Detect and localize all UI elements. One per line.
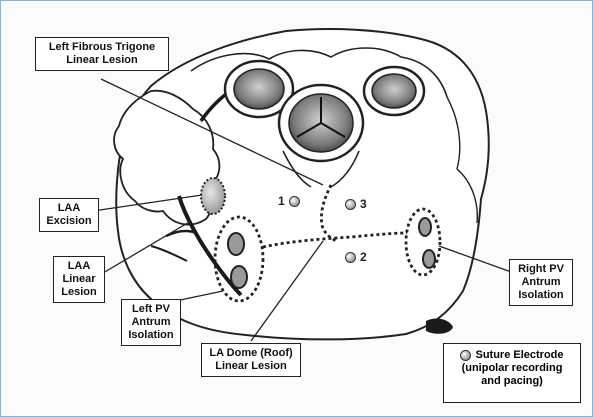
legend-line2: (unipolar recording [448, 362, 576, 375]
electrode-2-number: 2 [360, 250, 367, 264]
legend-title: Suture Electrode [475, 349, 563, 361]
legend-electrode-dot [460, 350, 471, 361]
vessel-right-ring [364, 67, 424, 115]
label-left-pv: Left PV Antrum Isolation [121, 299, 181, 346]
bottom-vessel [426, 319, 453, 334]
label-laa-excision-line2: Excision [44, 215, 94, 228]
label-left-pv-line2: Antrum [126, 316, 176, 329]
label-right-pv-line1: Right PV [514, 263, 568, 276]
electrode-1-number: 1 [278, 194, 285, 208]
electrode-1-dot [289, 196, 300, 207]
label-la-dome-line1: LA Dome (Roof) [206, 347, 296, 360]
label-fibrous-trigone: Left Fibrous Trigone Linear Lesion [35, 37, 169, 71]
label-right-pv: Right PV Antrum Isolation [509, 259, 573, 306]
label-la-dome: LA Dome (Roof) Linear Lesion [201, 343, 301, 377]
label-laa-linear-line2: Linear [58, 273, 100, 286]
label-left-pv-line3: Isolation [126, 329, 176, 342]
label-la-dome-line2: Linear Lesion [206, 360, 296, 373]
electrode-3-dot [345, 199, 356, 210]
electrode-1: 1 [278, 194, 300, 208]
electrode-3-number: 3 [360, 197, 367, 211]
label-laa-linear-line3: Lesion [58, 286, 100, 299]
label-laa-linear-line1: LAA [58, 260, 100, 273]
label-laa-excision-line1: LAA [44, 202, 94, 215]
legend-box: Suture Electrode (unipolar recording and… [443, 343, 581, 403]
label-right-pv-line3: Isolation [514, 289, 568, 302]
electrode-3: 3 [345, 197, 367, 211]
label-fibrous-trigone-line1: Left Fibrous Trigone [40, 41, 164, 54]
label-right-pv-line2: Antrum [514, 276, 568, 289]
electrode-2: 2 [345, 250, 367, 264]
label-laa-linear: LAA Linear Lesion [53, 256, 105, 303]
legend-line3: and pacing) [448, 375, 576, 388]
laa-excision-spot [201, 178, 225, 214]
label-left-pv-line1: Left PV [126, 303, 176, 316]
label-fibrous-trigone-line2: Linear Lesion [40, 54, 164, 67]
label-laa-excision: LAA Excision [39, 198, 99, 232]
legend-row1: Suture Electrode [448, 349, 576, 362]
electrode-2-dot [345, 252, 356, 263]
